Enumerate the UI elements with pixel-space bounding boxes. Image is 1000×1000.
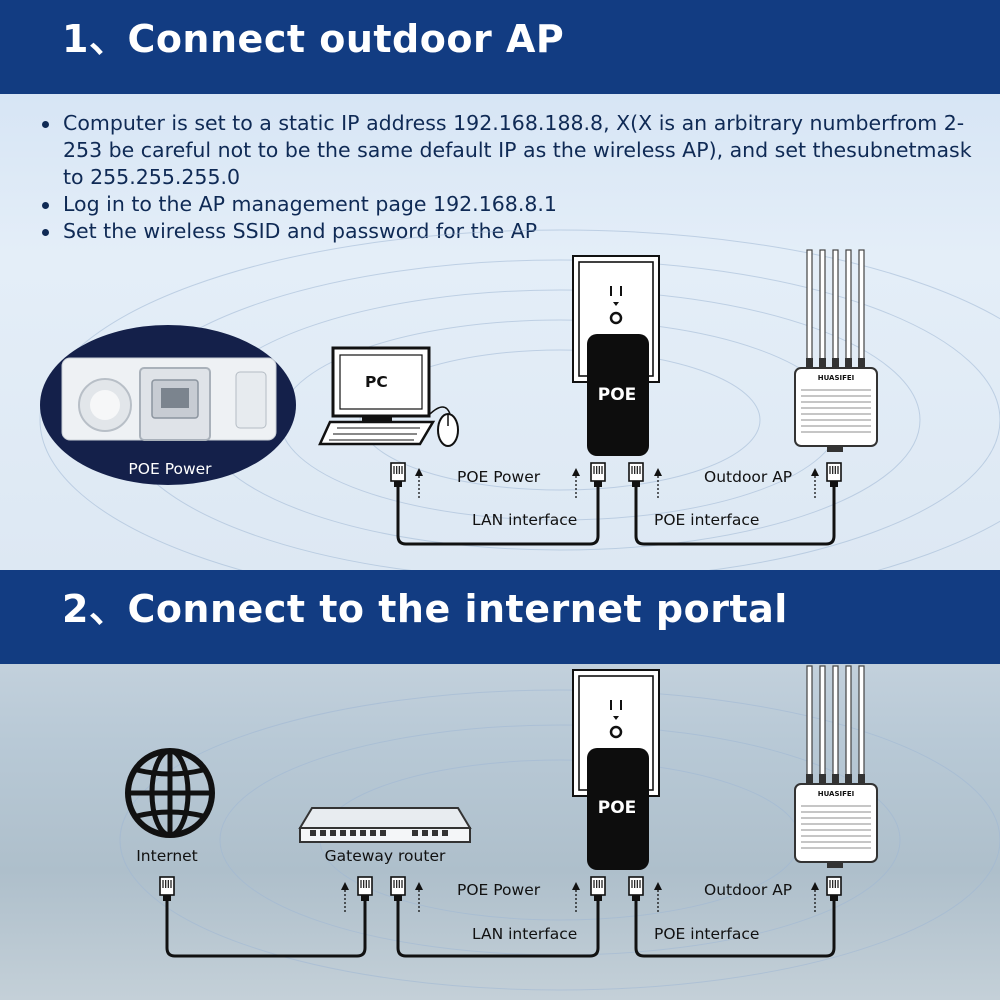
poe-injector-icon: POE [571, 668, 661, 872]
ap-brand-label: HUASIFEI [818, 790, 855, 798]
poe-power-label: POE Power [457, 881, 541, 899]
outdoor-ap-icon: HUASIFEI [794, 665, 878, 869]
inset-label: POE Power [128, 460, 212, 478]
pc-label: PC [365, 373, 388, 391]
section1-title: 1、Connect outdoor AP [62, 17, 565, 61]
poe-interface-label: POE interface [654, 925, 759, 943]
gateway-router-icon [298, 807, 472, 843]
outdoor-ap-label: Outdoor AP [704, 881, 792, 899]
pc-icon: PC [318, 346, 459, 447]
poe-injector-icon: POE [571, 254, 661, 458]
outdoor-ap-label: Outdoor AP [704, 468, 792, 486]
section1-banner: 1、Connect outdoor AP [0, 0, 1000, 94]
cable [165, 901, 836, 958]
lan-interface-label: LAN interface [472, 925, 577, 943]
internet-label: Internet [136, 847, 198, 865]
poe-label: POE [598, 385, 637, 405]
cable [396, 487, 836, 546]
outdoor-ap-icon: HUASIFEI [794, 249, 878, 453]
ap-port-inset: POE Power [40, 325, 296, 485]
instruction-list: Computer is set to a static IP address 1… [40, 110, 990, 245]
instruction-item: Log in to the AP management page 192.168… [40, 191, 990, 218]
section2-title: 2、Connect to the internet portal [62, 587, 788, 631]
poe-interface-label: POE interface [654, 511, 759, 529]
poe-power-label: POE Power [457, 468, 541, 486]
instruction-item: Set the wireless SSID and password for t… [40, 218, 990, 245]
section2-banner: 2、Connect to the internet portal [0, 570, 1000, 664]
globe-icon [125, 748, 215, 838]
lan-interface-label: LAN interface [472, 511, 577, 529]
instruction-item: Computer is set to a static IP address 1… [40, 110, 990, 191]
poe-label: POE [598, 798, 637, 818]
gateway-router-label: Gateway router [325, 847, 446, 865]
ap-brand-label: HUASIFEI [818, 374, 855, 382]
